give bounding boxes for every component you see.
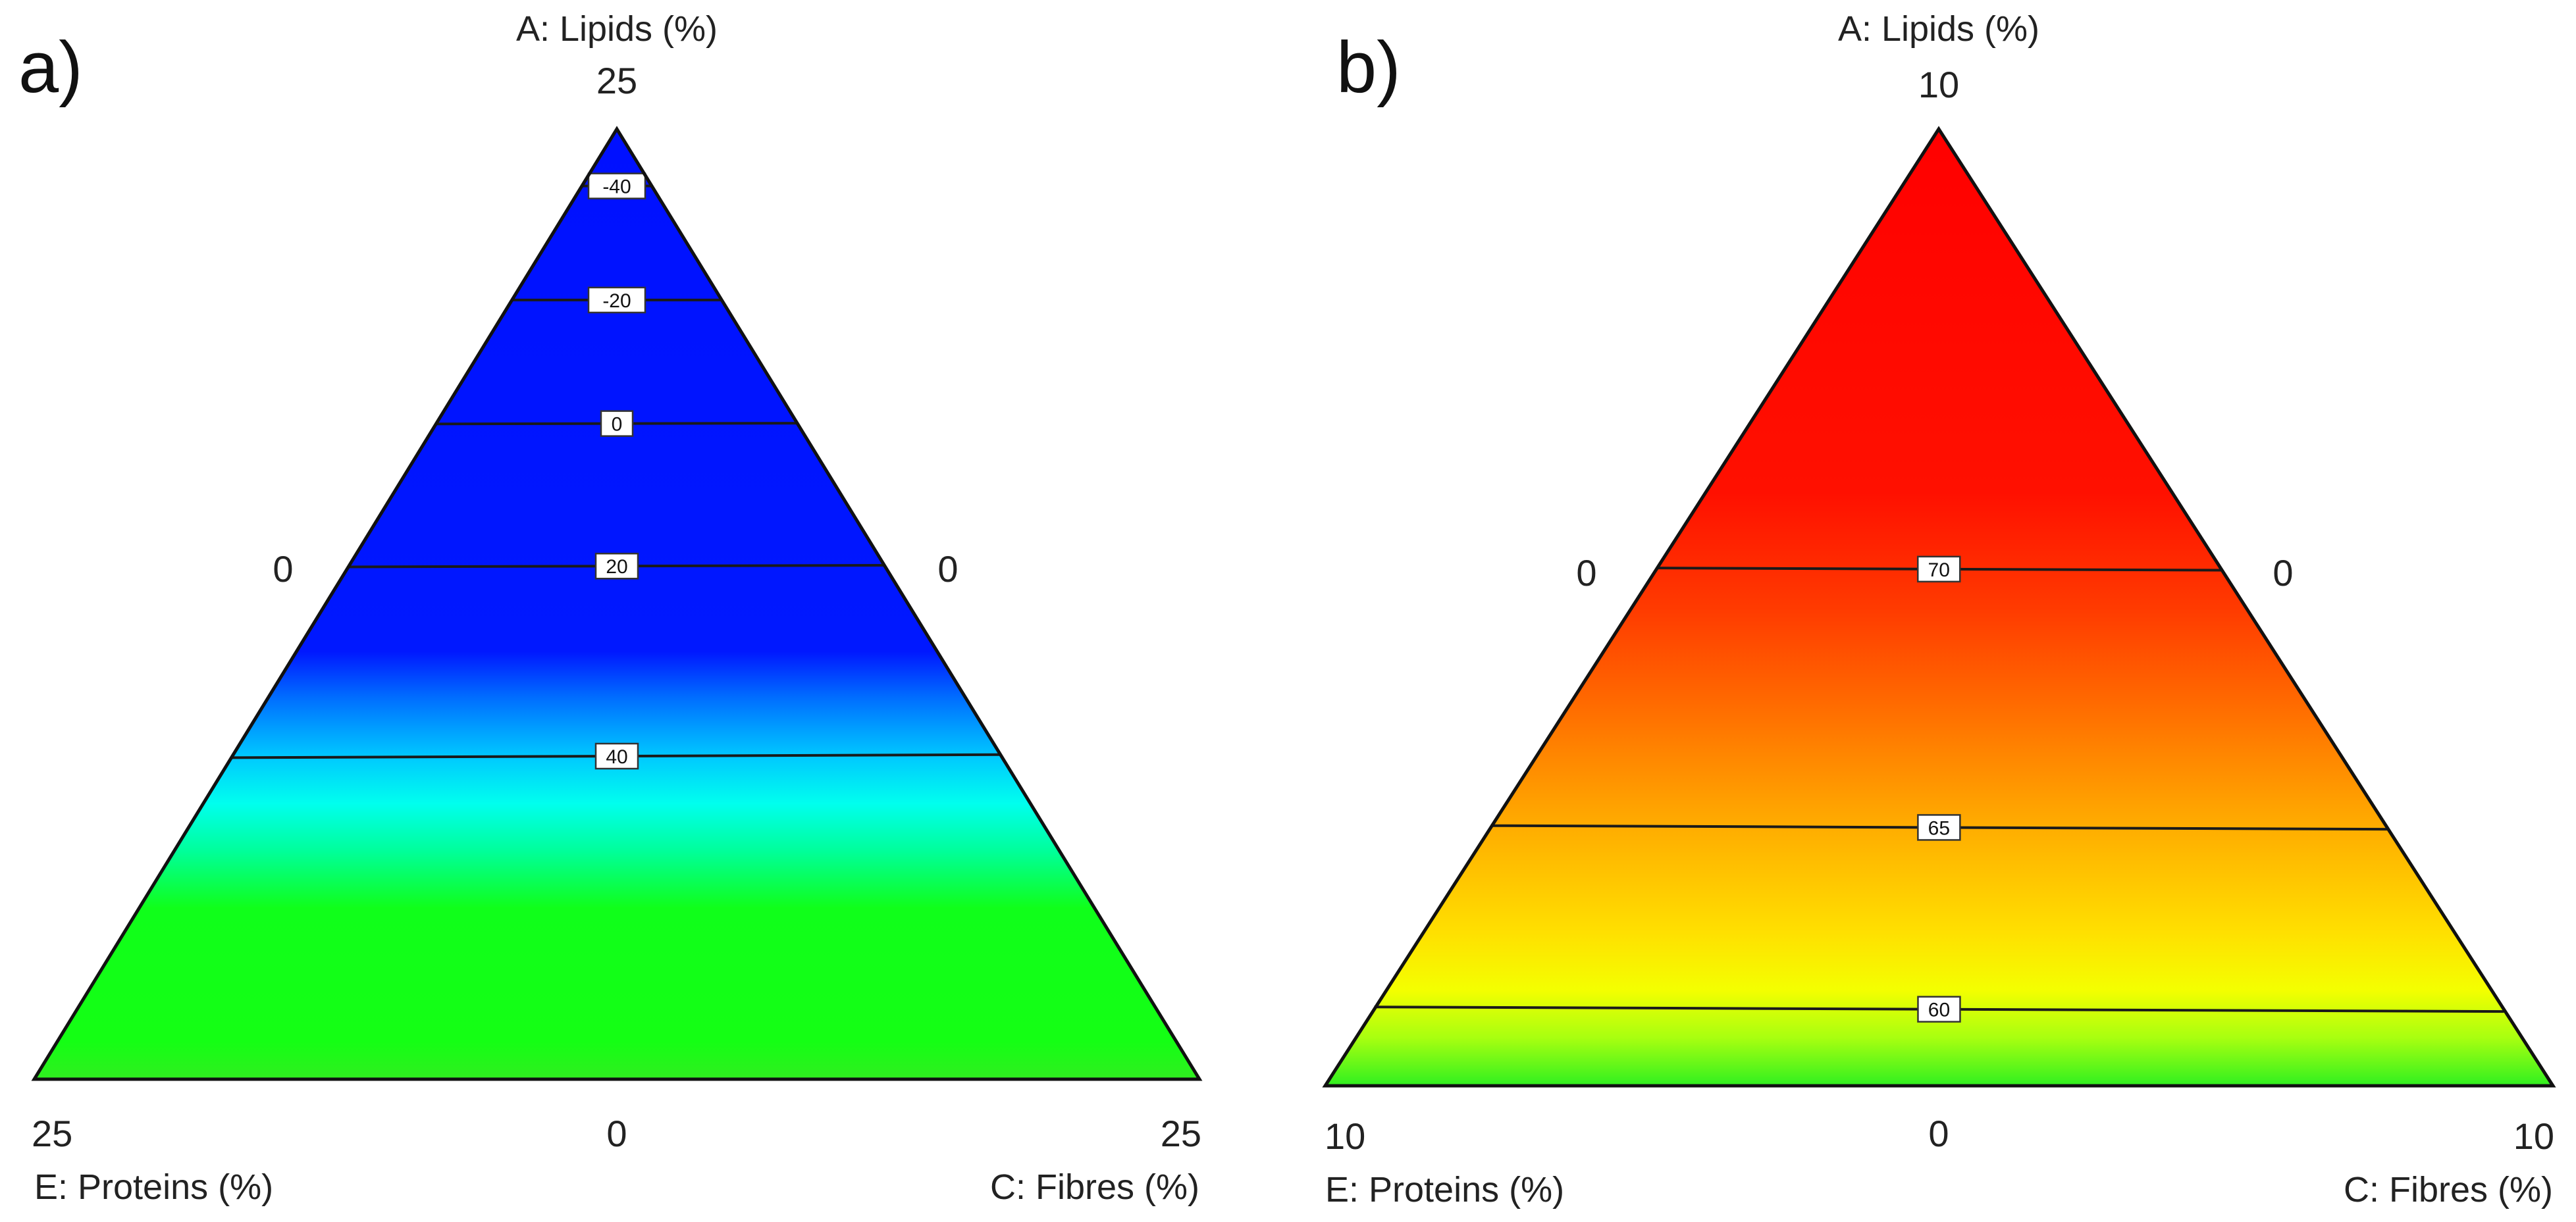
- contour-label-text: -40: [602, 176, 631, 198]
- contour-label-box: [587, 172, 646, 199]
- contour-label-box: [594, 552, 639, 580]
- left-edge-zero: 0: [273, 548, 293, 590]
- contour-label-20: 20: [594, 552, 639, 580]
- right-axis-title: C: Fibres (%): [2344, 1170, 2553, 1209]
- right-edge-zero: 0: [937, 548, 958, 590]
- contour-label-box: [600, 410, 634, 437]
- contour-label-0: 0: [600, 410, 634, 437]
- top-axis-title: A: Lipids (%): [516, 9, 718, 49]
- contour-label-text: 0: [612, 414, 623, 436]
- contour-label-box: [594, 742, 639, 770]
- left-axis-title: E: Proteins (%): [1325, 1170, 1564, 1209]
- contour-label-70: 70: [1916, 555, 1961, 583]
- contour-label-text: 40: [606, 746, 627, 768]
- response-surface-fill: [1325, 129, 2553, 1086]
- right-axis-title: C: Fibres (%): [990, 1167, 1199, 1207]
- contour-label-box: [1917, 996, 1961, 1023]
- triangle-outline: [31, 126, 1203, 1081]
- contour-label-60: 60: [1917, 996, 1961, 1023]
- contour-label-text: -20: [602, 290, 631, 312]
- top-axis-title: A: Lipids (%): [1838, 9, 2039, 49]
- right-vertex-max: 25: [1161, 1113, 1201, 1154]
- contour-label--20: -20: [587, 286, 646, 314]
- top-vertex-max: 25: [596, 60, 637, 101]
- left-edge-zero: 0: [1576, 552, 1596, 594]
- panel-label: a): [18, 27, 83, 108]
- bottom-edge-zero: 0: [606, 1113, 627, 1154]
- left-vertex-max: 25: [32, 1113, 72, 1154]
- ternary-panel-a: -40 -20 0 20 40 a) A: Lipids (%) 25 0 0 0 25 25 E: Pr…: [18, 9, 1203, 1207]
- contour-label-text: 20: [606, 556, 627, 578]
- contour-label-box: [587, 286, 646, 314]
- contour-label-text: 65: [1928, 817, 1950, 839]
- right-vertex-max: 10: [2513, 1115, 2554, 1157]
- contour-label-65: 65: [1917, 814, 1961, 841]
- contour-label-box: [1917, 814, 1961, 841]
- ternary-panel-b: 70 65 60 b) A: Lipids (%) 10 0 0 0 10 10 E: Protein…: [1322, 9, 2556, 1209]
- contour-label--40: -40: [587, 172, 646, 199]
- triangle-outline: [1322, 126, 2556, 1088]
- left-vertex-max: 10: [1325, 1115, 1365, 1157]
- panel-label: b): [1336, 27, 1401, 108]
- left-axis-title: E: Proteins (%): [34, 1167, 273, 1207]
- contour-label-text: 70: [1928, 559, 1950, 581]
- top-vertex-max: 10: [1918, 64, 1959, 105]
- response-surface-fill: [34, 129, 1199, 1079]
- bottom-edge-zero: 0: [1928, 1113, 1949, 1154]
- contour-label-40: 40: [594, 742, 639, 770]
- right-edge-zero: 0: [2273, 552, 2293, 594]
- contour-label-box: [1916, 555, 1961, 583]
- contour-label-text: 60: [1928, 1000, 1950, 1021]
